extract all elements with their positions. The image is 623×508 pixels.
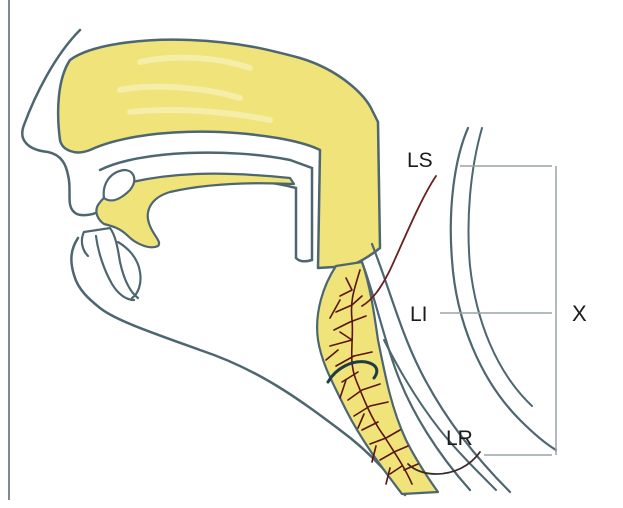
label-li: LI — [410, 304, 428, 325]
label-lr: LR — [446, 428, 473, 449]
right-arc-inner — [469, 128, 533, 406]
label-ls: LS — [407, 150, 433, 171]
label-x: X — [572, 303, 587, 325]
right-arc-outer — [451, 128, 556, 450]
neck-column — [317, 262, 438, 494]
